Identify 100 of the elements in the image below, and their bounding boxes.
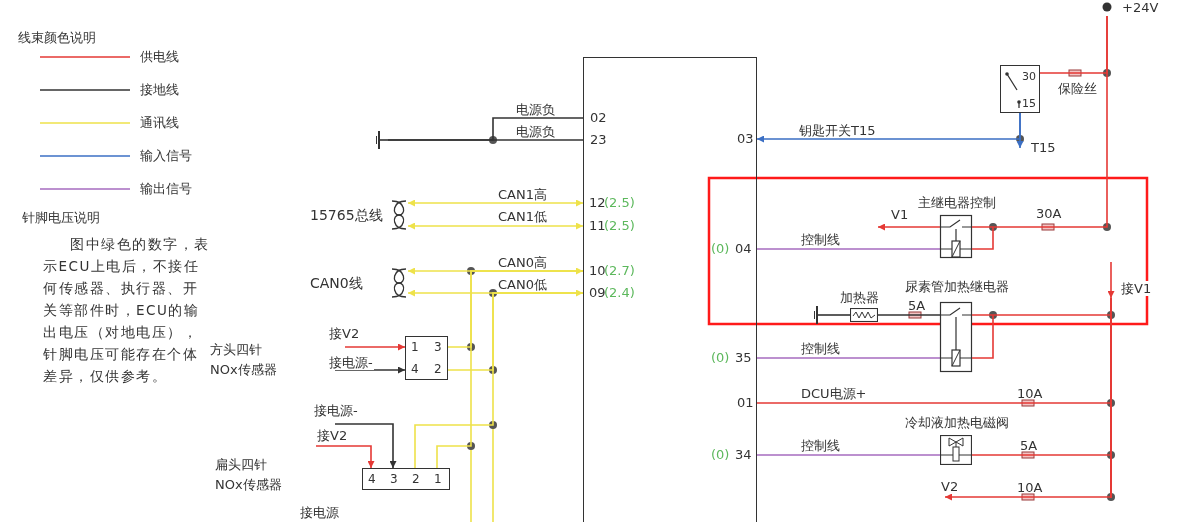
wire bbox=[877, 314, 941, 316]
pin-number: 4 bbox=[368, 472, 376, 487]
edge-label: 钥匙开关T15 bbox=[798, 123, 877, 138]
wire bbox=[994, 15, 1108, 228]
wire bbox=[994, 314, 1111, 316]
arrow bbox=[407, 199, 584, 207]
fuse-label: 10A bbox=[1017, 386, 1043, 401]
edge-label: 电源负 bbox=[515, 102, 556, 117]
fuse-label: 30A bbox=[1036, 206, 1062, 221]
terminal-number: 30 bbox=[1022, 69, 1036, 84]
edge-label: 接电源- bbox=[313, 403, 359, 418]
sensor-connector-box bbox=[362, 468, 450, 490]
arrow bbox=[344, 343, 406, 351]
pin-voltage: (0) bbox=[711, 350, 730, 365]
fuse-label: 10A bbox=[1017, 480, 1043, 495]
bus-wire bbox=[1110, 298, 1112, 498]
legend-label: 通讯线 bbox=[140, 115, 179, 130]
edge-label: 接V2 bbox=[328, 326, 361, 341]
pin-number: 1 bbox=[434, 472, 442, 487]
arrow bbox=[877, 223, 941, 231]
pin-number: 3 bbox=[390, 472, 398, 487]
sensor-connector-box bbox=[405, 336, 448, 380]
pin-voltage: (2.7) bbox=[604, 263, 635, 278]
pin-voltage: (2.5) bbox=[604, 218, 635, 233]
terminal-number: 15 bbox=[1022, 96, 1036, 111]
ecu-box bbox=[583, 57, 757, 522]
edge-label: CAN0高 bbox=[497, 255, 548, 270]
wire bbox=[387, 139, 584, 141]
fuse-label: 5A bbox=[1020, 438, 1038, 453]
arrow bbox=[1107, 261, 1115, 299]
arrow bbox=[407, 222, 584, 230]
edge-label: 接电源- bbox=[328, 355, 374, 370]
pin-number: 4 bbox=[411, 362, 419, 377]
bus-label: CAN0线 bbox=[310, 276, 363, 291]
heading: 线束颜色说明 bbox=[18, 30, 96, 45]
pin-number: 11 bbox=[589, 218, 606, 233]
edge-label: CAN1低 bbox=[497, 209, 548, 224]
legend-label: 接地线 bbox=[140, 82, 179, 97]
bus-label: 15765总线 bbox=[310, 208, 383, 223]
sensor-label: 扁头四针 NOx传感器 bbox=[215, 456, 283, 494]
pin-number: 2 bbox=[434, 362, 442, 377]
ground-symbol bbox=[814, 305, 826, 325]
fuse-label: 5A bbox=[908, 298, 926, 313]
edge-label: CAN1高 bbox=[497, 187, 548, 202]
edge-label: 电源负 bbox=[515, 124, 556, 139]
heater-label: 加热器 bbox=[840, 290, 879, 305]
edge-label: CAN0低 bbox=[497, 277, 548, 292]
pin-number: 35 bbox=[735, 350, 752, 365]
fuse-label: 保险丝 bbox=[1058, 81, 1097, 96]
wire bbox=[756, 454, 941, 456]
legend-label: 输入信号 bbox=[140, 148, 192, 163]
relay-label: 尿素管加热继电器 bbox=[905, 279, 1009, 294]
pin-number: 23 bbox=[590, 132, 607, 147]
pin-voltage: (2.5) bbox=[604, 195, 635, 210]
valve-label: 冷却液加热电磁阀 bbox=[905, 415, 1009, 430]
note-paragraph: 图中绿色的数字，表示ECU上电后，不接任何传感器、执行器、开关等部件时，ECU的输出电压（对地电压），针脚电压可能存在个体差异，仅供参考。 bbox=[43, 235, 210, 386]
arrow bbox=[334, 366, 406, 374]
pin-number: 04 bbox=[735, 241, 752, 256]
ground-symbol bbox=[376, 130, 388, 150]
edge-label: 控制线 bbox=[800, 438, 841, 453]
pin-number: 34 bbox=[735, 447, 752, 462]
pin-number: 09 bbox=[589, 285, 606, 300]
pin-number: 03 bbox=[737, 131, 754, 146]
heading: 针脚电压说明 bbox=[22, 210, 100, 225]
pin-number: 2 bbox=[412, 472, 420, 487]
edge-label: DCU电源+ bbox=[800, 386, 868, 401]
arrow bbox=[334, 423, 397, 469]
arrow bbox=[315, 445, 375, 469]
arrow bbox=[944, 493, 1111, 501]
voltage-label: +24V bbox=[1122, 0, 1159, 15]
wire bbox=[825, 314, 851, 316]
pin-voltage: (2.4) bbox=[604, 285, 635, 300]
wire bbox=[756, 248, 941, 250]
edge-label: 控制线 bbox=[800, 341, 841, 356]
wire bbox=[414, 292, 584, 469]
key-switch-box bbox=[1000, 65, 1040, 113]
legend-label: 输出信号 bbox=[140, 181, 192, 196]
edge-label: 接V2 bbox=[316, 428, 349, 443]
edge-label: 控制线 bbox=[800, 232, 841, 247]
pin-voltage: (0) bbox=[711, 241, 730, 256]
wire bbox=[756, 357, 941, 359]
edge-label: T15 bbox=[1030, 140, 1057, 155]
edge-label: V1 bbox=[890, 207, 910, 222]
sensor-label: 方头四针 NOx传感器 bbox=[210, 341, 278, 379]
pin-number: 12 bbox=[589, 195, 606, 210]
relay-label: 主继电器控制 bbox=[918, 195, 996, 210]
pin-number: 02 bbox=[590, 110, 607, 125]
pin-number: 3 bbox=[434, 340, 442, 355]
wire bbox=[971, 454, 1111, 456]
legend-label: 供电线 bbox=[140, 49, 179, 64]
pin-number: 01 bbox=[737, 395, 754, 410]
pin-number: 1 bbox=[411, 340, 419, 355]
wire bbox=[436, 270, 584, 469]
wire bbox=[756, 402, 1111, 404]
pin-number: 10 bbox=[589, 263, 606, 278]
edge-label: 接V1 bbox=[1120, 281, 1153, 296]
edge-label: V2 bbox=[940, 479, 960, 494]
pin-voltage: (0) bbox=[711, 447, 730, 462]
arrow bbox=[1016, 112, 1024, 149]
note-label: 接电源 bbox=[300, 505, 339, 520]
